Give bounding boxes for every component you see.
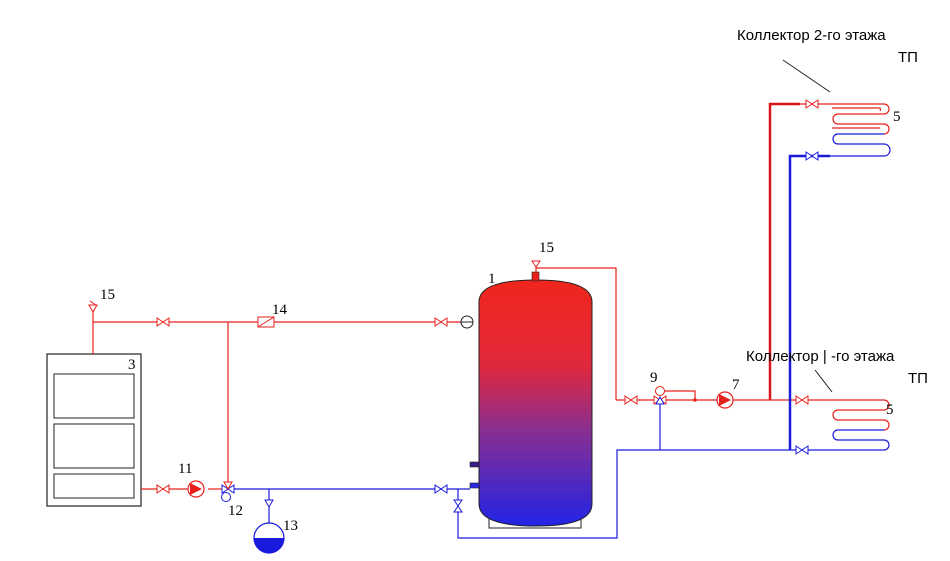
filter-14: [257, 316, 275, 328]
expansion-tank-13: [253, 499, 285, 554]
leader-line-bottom: [814, 369, 833, 393]
mixing-supply-valve: [624, 395, 638, 405]
buffer-tank: [469, 271, 593, 529]
label-7: 7: [732, 377, 740, 393]
mixing-valve-12: [221, 481, 235, 502]
label-15-left: 15: [100, 287, 115, 303]
label-15-tank: 15: [539, 240, 554, 256]
label-9: 9: [650, 370, 658, 386]
boiler: [46, 353, 142, 507]
label-12: 12: [228, 503, 243, 519]
pump-7: [666, 391, 770, 409]
supply-valve: [156, 317, 170, 327]
boiler-supply-line: [92, 306, 470, 490]
pump-11: [187, 480, 205, 498]
label-3: 3: [128, 357, 136, 373]
collector-1-tp: ТП: [908, 370, 928, 387]
label-14: 14: [272, 302, 288, 318]
floor-loop-top: [830, 103, 891, 157]
collector-1-label: Коллектор | -го этажа: [746, 348, 895, 365]
label-1: 1: [488, 271, 496, 287]
label-13: 13: [283, 518, 298, 534]
leader-line-top: [782, 59, 831, 93]
thermometer-icon: [460, 315, 474, 329]
floor-loop-bottom: [830, 399, 890, 451]
air-vent-left: [88, 300, 98, 314]
collector-valves: [795, 99, 819, 455]
cold-riser: [660, 154, 830, 451]
label-11: 11: [178, 461, 192, 477]
tank-inlet-valve: [434, 317, 448, 327]
return-valve-boiler: [156, 484, 170, 494]
collector-2-label: Коллектор 2-го этажа: [737, 27, 886, 44]
label-5-bottom: 5: [886, 402, 894, 418]
mixing-unit-9: [653, 386, 697, 450]
label-5-top: 5: [893, 109, 901, 125]
tank-drain-loop: [453, 449, 660, 539]
tank-return-valve: [434, 484, 448, 494]
collector-2-tp: ТП: [898, 49, 918, 66]
